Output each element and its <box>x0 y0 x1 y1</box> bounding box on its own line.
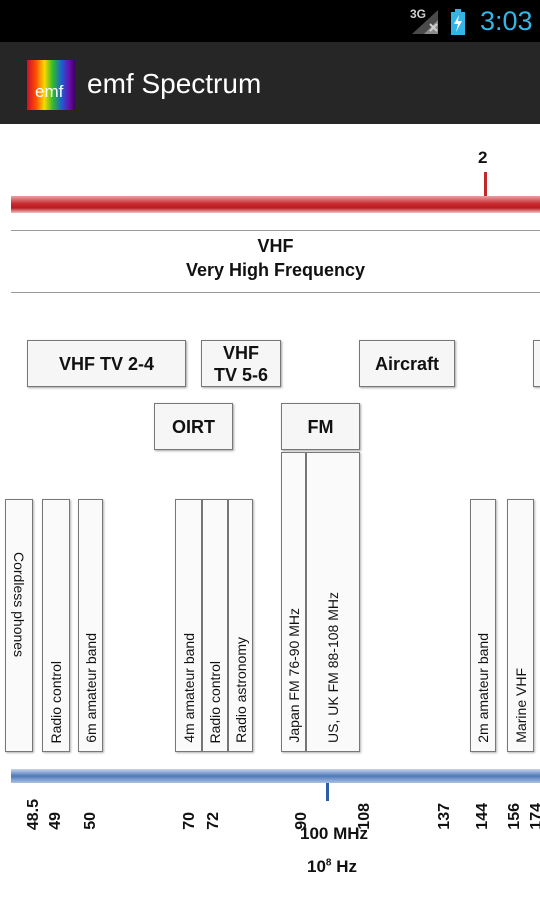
vertical-band-japan-fm[interactable]: Japan FM 76-90 MHz <box>281 452 306 752</box>
tick-label: 70 <box>181 812 198 830</box>
vertical-band-label: Cordless phones <box>11 552 27 658</box>
vertical-band-label: Radio control <box>48 660 64 744</box>
vertical-band-marine-vhf[interactable]: Marine VHF <box>507 499 534 752</box>
wavelength-bar <box>11 196 540 213</box>
spectrum-view[interactable]: 2 VHF Very High Frequency VHF TV 2-4 VHF… <box>0 124 540 900</box>
tick-label: 72 <box>205 812 222 830</box>
oirt-label: OIRT <box>172 416 215 437</box>
vertical-band-label: US, UK FM 88-108 MHz <box>325 592 341 743</box>
vhf-tv-2-4-label: VHF TV 2-4 <box>58 353 155 374</box>
vertical-band-label: 4m amateur band <box>180 633 197 743</box>
frequency-unit: 100 MHz <box>300 824 369 843</box>
oirt-box[interactable]: OIRT <box>154 403 233 450</box>
frequency-marker <box>326 783 329 801</box>
vertical-band-label: Radio control <box>207 660 223 744</box>
vertical-band-6m-amateur[interactable]: 6m amateur band <box>78 499 103 752</box>
tick-label: 48.5 <box>25 798 42 830</box>
frequency-bar <box>11 769 540 783</box>
aircraft-box[interactable]: Aircraft <box>359 340 455 387</box>
vertical-band-radio-control-2[interactable]: Radio control <box>202 499 228 752</box>
vhf-tv-5-6-label-line2: TV 5-6 <box>213 364 269 385</box>
app-logo-text: emf <box>35 82 64 101</box>
tick-label: 174 <box>528 803 540 830</box>
vertical-band-label: 2m amateur band <box>475 633 491 743</box>
tick-label: 50 <box>82 812 99 830</box>
network-type: 3G <box>410 7 427 21</box>
band-full-name: Very High Frequency <box>185 260 366 280</box>
battery-charging-icon <box>451 9 465 35</box>
vertical-band-label: Japan FM 76-90 MHz <box>285 608 302 743</box>
band-divider-bottom <box>11 292 540 293</box>
top-scale-tick <box>484 172 487 198</box>
app-logo-icon[interactable]: emf <box>27 60 75 110</box>
app-title: emf Spectrum <box>87 68 262 99</box>
vhf-tv-5-6-label-line1: VHF <box>223 342 259 363</box>
tick-label: 137 <box>436 803 453 830</box>
frequency-hz: 108 Hz <box>307 857 357 876</box>
top-scale-marker: 2 <box>478 148 488 167</box>
fm-box[interactable]: FM <box>281 403 360 450</box>
vertical-band-2m-amateur[interactable]: 2m amateur band <box>470 499 496 752</box>
vertical-band-label: Marine VHF <box>512 668 529 743</box>
vertical-band-cordless-phones[interactable]: Cordless phones <box>5 499 33 752</box>
status-time: 3:03 <box>480 6 533 36</box>
vertical-band-label: Radio astronomy <box>232 637 249 743</box>
fm-label: FM <box>307 416 334 437</box>
vertical-band-radio-astronomy[interactable]: Radio astronomy <box>228 499 253 752</box>
band-divider-top <box>11 230 540 231</box>
signal-icon <box>412 10 438 34</box>
action-bar: emf emf Spectrum <box>0 42 540 126</box>
status-bar: 3G 3:03 <box>0 0 540 42</box>
tick-label: 49 <box>47 812 64 830</box>
vhf-tv-5-6-box[interactable]: VHF TV 5-6 <box>201 340 281 387</box>
partial-service-box[interactable] <box>533 340 540 387</box>
aircraft-label: Aircraft <box>374 353 440 374</box>
band-name: VHF <box>257 236 294 256</box>
vhf-tv-2-4-box[interactable]: VHF TV 2-4 <box>27 340 186 387</box>
vertical-band-label: 6m amateur band <box>82 633 99 743</box>
vertical-band-us-uk-fm[interactable]: US, UK FM 88-108 MHz <box>306 452 360 752</box>
vertical-band-4m-amateur[interactable]: 4m amateur band <box>175 499 202 752</box>
tick-label: 144 <box>474 803 491 830</box>
band-title[interactable]: VHF Very High Frequency <box>11 234 540 282</box>
vertical-band-radio-control-1[interactable]: Radio control <box>42 499 70 752</box>
tick-label: 156 <box>506 803 523 830</box>
